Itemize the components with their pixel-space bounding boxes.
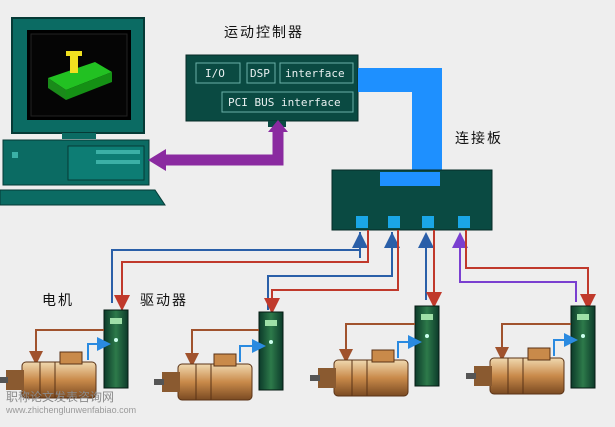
watermark-title: 职称论文发表咨询网: [6, 390, 115, 404]
watermark-url: www.zhichenglunwenfabiao.com: [6, 405, 137, 415]
io-block-label: I/O: [205, 67, 225, 80]
motor-units: [0, 347, 565, 401]
connection-board: [331, 169, 493, 231]
controller-title: 运动控制器: [224, 25, 304, 41]
driver-label: 驱动器: [140, 293, 188, 309]
interface-block-label: interface: [285, 67, 345, 80]
controller-board-cable: [358, 68, 442, 186]
driver-motor-lines: [29, 323, 578, 367]
pci-bus-label: PCI BUS interface: [228, 96, 341, 109]
driver-3: [414, 305, 440, 387]
motor-3: [310, 349, 409, 397]
motion-controller-card: [185, 54, 359, 127]
board-title: 连接板: [455, 131, 503, 147]
signal-lines: [111, 230, 596, 314]
motor-1: [0, 351, 97, 399]
computer: [0, 17, 166, 206]
motor-label: 电机: [42, 293, 74, 309]
driver-4: [570, 305, 596, 389]
dsp-block-label: DSP: [250, 67, 270, 80]
driver-2: [258, 311, 284, 391]
pci-link-arrow: [148, 120, 288, 171]
motor-2: [154, 353, 253, 401]
driver-1: [103, 309, 129, 389]
motor-4: [466, 347, 565, 395]
